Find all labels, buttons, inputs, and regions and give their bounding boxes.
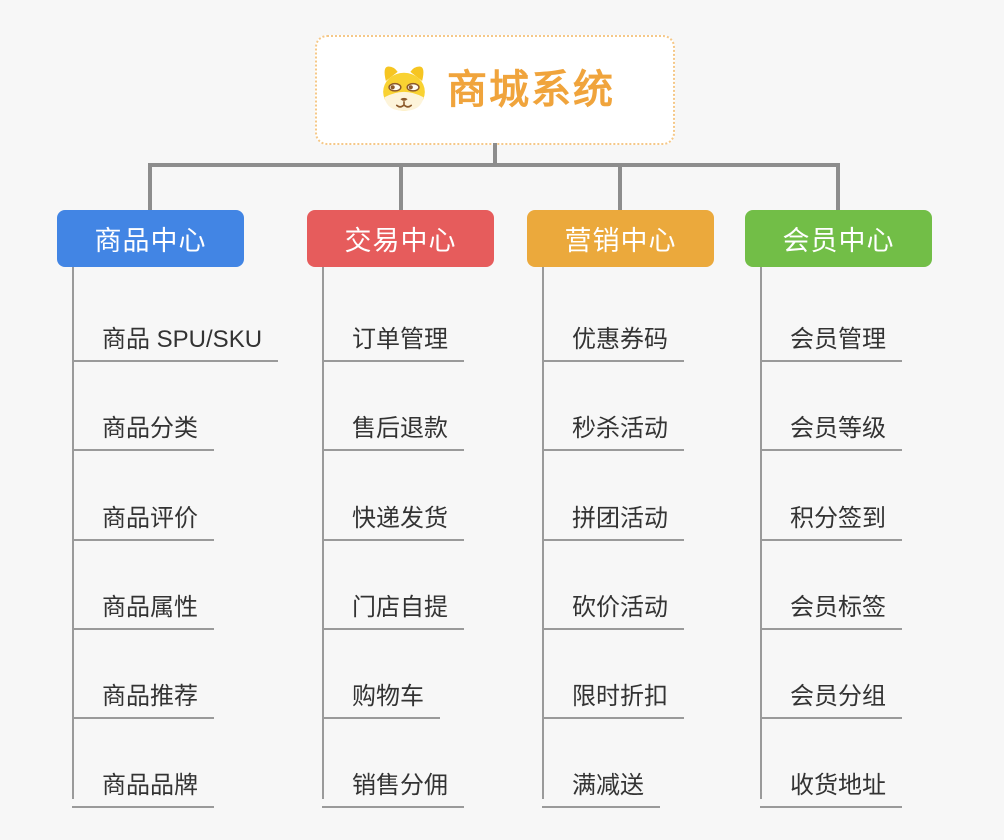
topic-item[interactable]: 积分签到: [760, 490, 902, 541]
topic-item[interactable]: 收货地址: [760, 757, 902, 808]
topic-item[interactable]: 快递发货: [322, 490, 464, 541]
branch-header-trade[interactable]: 交易中心: [307, 210, 494, 267]
connector-drop-products: [148, 163, 152, 210]
connector-root-vertical: [493, 143, 497, 167]
connector-horizontal-bar: [148, 163, 840, 167]
topic-item[interactable]: 拼团活动: [542, 490, 684, 541]
topic-item[interactable]: 满减送: [542, 757, 660, 808]
branch-header-members[interactable]: 会员中心: [745, 210, 932, 267]
branch-header-products[interactable]: 商品中心: [57, 210, 244, 267]
topic-item[interactable]: 商品品牌: [72, 757, 214, 808]
connector-drop-members: [836, 163, 840, 210]
topic-item[interactable]: 优惠券码: [542, 311, 684, 362]
branch-header-marketing[interactable]: 营销中心: [527, 210, 714, 267]
topic-item[interactable]: 限时折扣: [542, 668, 684, 719]
branch-trunk-line: [760, 267, 762, 799]
topic-item[interactable]: 门店自提: [322, 579, 464, 630]
root-title: 商城系统: [447, 68, 615, 112]
topic-item[interactable]: 会员管理: [760, 311, 902, 362]
topic-item[interactable]: 销售分佣: [322, 757, 464, 808]
topic-item[interactable]: 商品评价: [72, 490, 214, 541]
branch-products: 商品中心 商品 SPU/SKU 商品分类 商品评价 商品属性 商品推荐 商品品牌: [57, 210, 307, 820]
topic-item[interactable]: 商品属性: [72, 579, 214, 630]
branch-marketing: 营销中心 优惠券码 秒杀活动 拼团活动 砍价活动 限时折扣 满减送: [527, 210, 777, 820]
topic-item[interactable]: 商品 SPU/SKU: [72, 311, 279, 362]
topic-item[interactable]: 砍价活动: [542, 579, 684, 630]
topic-item[interactable]: 会员分组: [760, 668, 902, 719]
root-node[interactable]: 商城系统: [315, 35, 675, 145]
dog-emoji-icon: [375, 61, 433, 119]
branch-members: 会员中心 会员管理 会员等级 积分签到 会员标签 会员分组 收货地址: [745, 210, 995, 820]
branch-trade: 交易中心 订单管理 售后退款 快递发货 门店自提 购物车 销售分佣: [307, 210, 557, 820]
topic-item[interactable]: 购物车: [322, 668, 440, 719]
connector-drop-trade: [399, 163, 403, 210]
topic-item[interactable]: 商品推荐: [72, 668, 214, 719]
branch-trunk-line: [322, 267, 324, 799]
topic-item[interactable]: 商品分类: [72, 400, 214, 451]
topic-item[interactable]: 会员等级: [760, 400, 902, 451]
topic-item[interactable]: 秒杀活动: [542, 400, 684, 451]
branch-trunk-line: [542, 267, 544, 799]
topic-item[interactable]: 会员标签: [760, 579, 902, 630]
topic-item[interactable]: 订单管理: [322, 311, 464, 362]
branch-trunk-line: [72, 267, 74, 799]
topic-item[interactable]: 售后退款: [322, 400, 464, 451]
connector-drop-marketing: [618, 163, 622, 210]
